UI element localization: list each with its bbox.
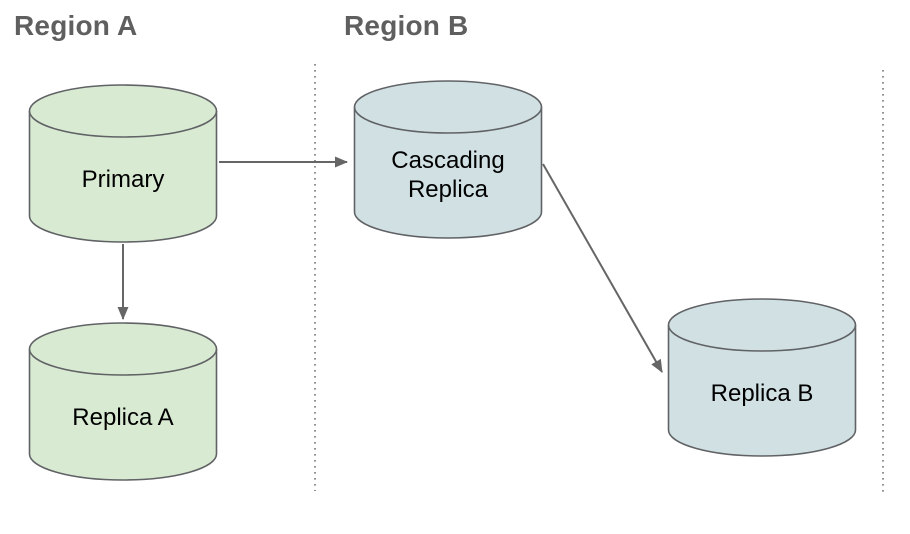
node-primary: Primary xyxy=(28,84,218,244)
node-replica-a: Replica A xyxy=(28,322,218,482)
database-cylinder-icon xyxy=(353,80,543,239)
region-a-title: Region A xyxy=(14,10,138,41)
node-replica-b: Replica B xyxy=(667,298,857,458)
region-b-title: Region B xyxy=(344,10,469,41)
database-cylinder-icon xyxy=(667,298,857,457)
node-label-cascading-replica: Cascading Replica xyxy=(391,147,505,203)
database-cylinder-icon xyxy=(28,84,218,243)
node-cascading-replica: Cascading Replica xyxy=(353,80,543,240)
edge-cascading-replica-to-replica-b xyxy=(542,163,663,373)
database-cylinder-icon xyxy=(28,322,218,481)
node-label-replica-a: Replica A xyxy=(72,403,174,431)
node-label-replica-b: Replica B xyxy=(710,379,814,407)
node-label-primary: Primary xyxy=(81,165,165,193)
